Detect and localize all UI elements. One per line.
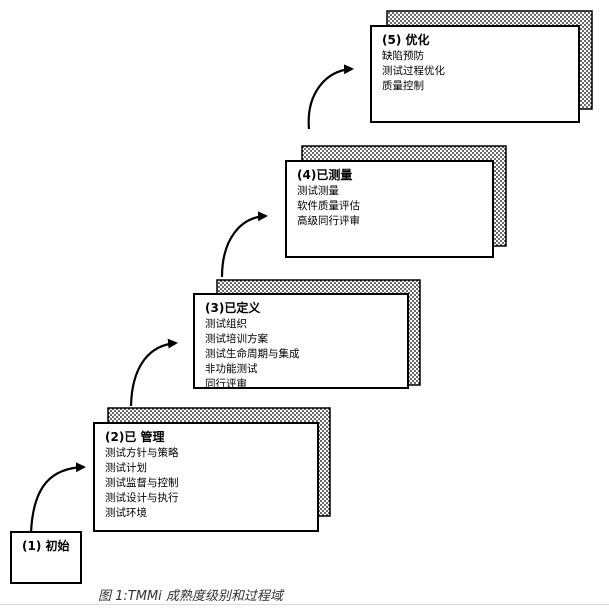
level-2-process-item: 测试设计与执行 [105, 492, 179, 504]
level-4-process-item: 软件质量评估 [297, 200, 360, 212]
arrow-3-to-4 [220, 211, 268, 278]
level-2-box: (2)已 管理 测试方针与策略 测试计划 测试监督与控制 测试设计与执行 测试环… [93, 422, 319, 532]
level-3-process-list: 测试组织 测试培训方案 测试生命周期与集成 非功能测试 同行评审 [205, 317, 300, 389]
level-3-process-item: 非功能测试 [205, 363, 258, 375]
level-3-title: (3)已定义 [205, 301, 261, 315]
level-4-process-item: 测试测量 [297, 185, 339, 197]
level-4-process-item: 高级同行评审 [297, 215, 360, 227]
level-2-process-item: 测试方针与策略 [105, 447, 179, 459]
arrow-4-to-5 [307, 64, 354, 130]
level-2-process-item: 测试计划 [105, 462, 147, 474]
level-5-process-item: 缺陷预防 [382, 50, 424, 62]
level-5-process-item: 测试过程优化 [382, 65, 445, 77]
arrow-2-to-3 [129, 338, 178, 407]
level-3-process-item: 测试组织 [205, 318, 247, 330]
level-1-box: (1) 初始 [10, 531, 82, 584]
arrow-1-to-2 [29, 462, 86, 534]
level-2-process-item: 测试环境 [105, 507, 147, 519]
level-4-process-list: 测试测量 软件质量评估 高级同行评审 [297, 184, 360, 229]
level-5-box: (5) 优化 缺陷预防 测试过程优化 质量控制 [370, 25, 580, 123]
level-2-title: (2)已 管理 [105, 430, 165, 444]
level-4-title: (4)已测量 [297, 168, 353, 182]
level-4-box: (4)已测量 测试测量 软件质量评估 高级同行评审 [285, 160, 494, 258]
level-2-process-list: 测试方针与策略 测试计划 测试监督与控制 测试设计与执行 测试环境 [105, 446, 179, 521]
level-3-box: (3)已定义 测试组织 测试培训方案 测试生命周期与集成 非功能测试 同行评审 [193, 293, 409, 389]
level-5-process-item: 质量控制 [382, 80, 424, 92]
level-5-process-list: 缺陷预防 测试过程优化 质量控制 [382, 49, 445, 94]
level-2-process-item: 测试监督与控制 [105, 477, 179, 489]
level-1-title: (1) 初始 [22, 539, 70, 553]
level-5-title: (5) 优化 [382, 33, 430, 47]
figure-caption: 图 1:TMMi 成熟度级别和过程域 [98, 589, 283, 604]
bottom-divider [0, 604, 609, 605]
level-3-process-item: 测试生命周期与集成 [205, 348, 300, 360]
level-3-process-item: 测试培训方案 [205, 333, 268, 345]
level-3-process-item: 同行评审 [205, 378, 247, 389]
